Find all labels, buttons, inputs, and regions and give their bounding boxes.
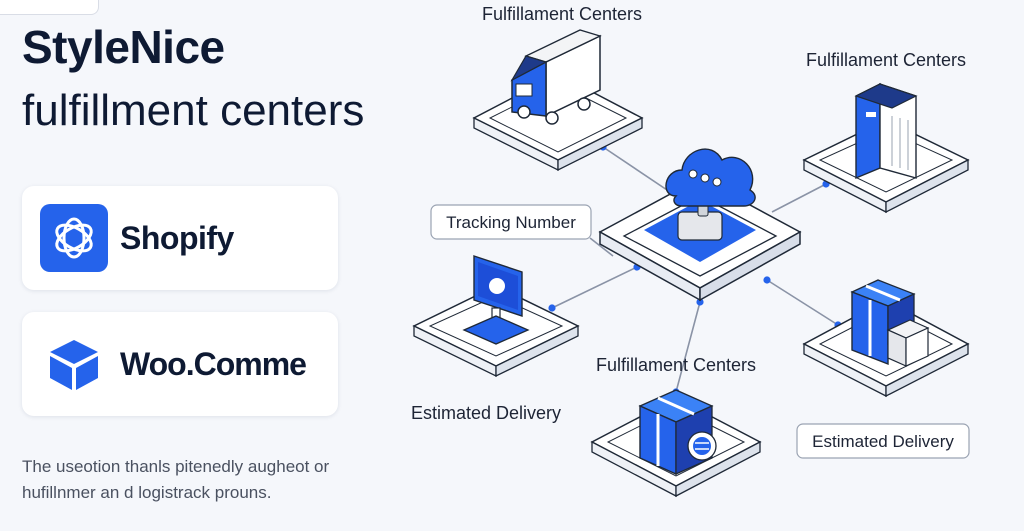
cloud-icon xyxy=(665,148,756,207)
label-right-fulfillment: Fulfillament Centers xyxy=(806,50,966,70)
knot-logo-icon xyxy=(40,204,108,272)
footnote-line: The useotion thanls pitenedly augheot or xyxy=(22,457,330,476)
label-tracking-number: Tracking Number xyxy=(446,213,576,232)
central-hub-node[interactable] xyxy=(598,177,802,302)
tracking-number-callout: Tracking Number xyxy=(430,204,592,240)
estimated-delivery-callout: Estimated Delivery xyxy=(796,423,970,459)
platform-card-woocommerce[interactable]: Woo.Comme xyxy=(22,312,338,416)
package-boxes-icon xyxy=(850,279,930,367)
fulfillment-network-diagram: Fulfillament Centers Fulfillament Center… xyxy=(411,4,970,498)
box-logo-icon xyxy=(50,340,98,390)
label-top-fulfillment: Fulfillament Centers xyxy=(482,4,642,24)
truck-icon xyxy=(510,29,602,125)
platform-label: Woo.Comme xyxy=(120,346,307,382)
connector-lines xyxy=(551,146,839,393)
page-subtitle: fulfillment centers xyxy=(22,86,365,135)
label-estimated-delivery-right: Estimated Delivery xyxy=(812,432,954,451)
label-bottom-fulfillment: Fulfillament Centers xyxy=(596,355,756,375)
package-badge-icon xyxy=(638,389,717,476)
platform-label: Shopify xyxy=(120,220,234,256)
footnote-line: hufillnmer an d logistrack prouns. xyxy=(22,483,272,502)
kiosk-monitor-icon xyxy=(462,255,530,345)
window-tab xyxy=(0,0,99,15)
brand-title: StyleNice xyxy=(22,21,225,73)
server-icon xyxy=(854,82,918,180)
footnote: The useotion thanls pitenedly augheot or… xyxy=(22,454,382,506)
label-estimated-delivery-left: Estimated Delivery xyxy=(411,403,561,423)
platform-card-shopify[interactable]: Shopify xyxy=(22,186,338,290)
